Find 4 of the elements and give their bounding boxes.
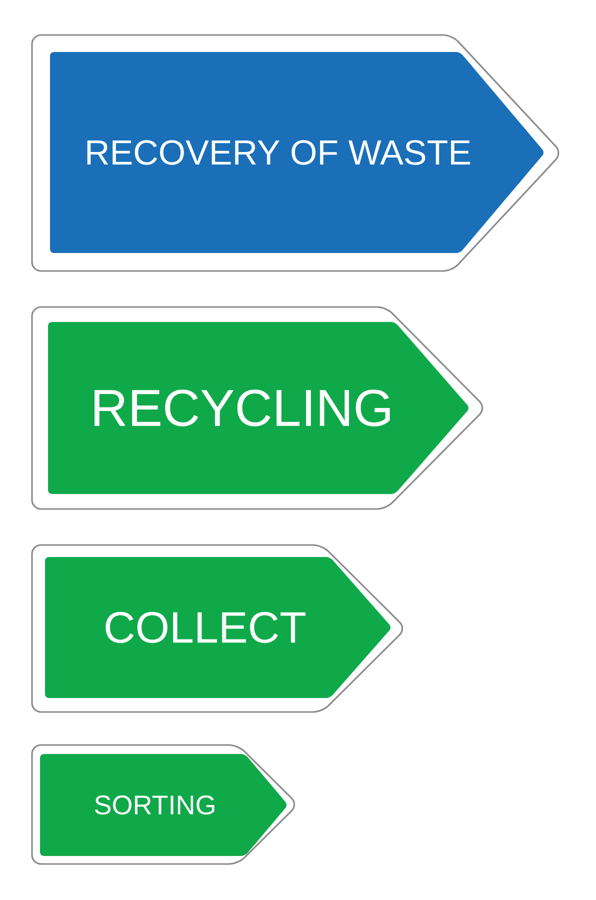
arrow-sign: COLLECT — [31, 544, 404, 713]
arrow-sign: RECOVERY OF WASTE — [31, 34, 560, 272]
arrow-sign: SORTING — [31, 744, 296, 865]
arrow-sign: RECYCLING — [31, 306, 484, 510]
